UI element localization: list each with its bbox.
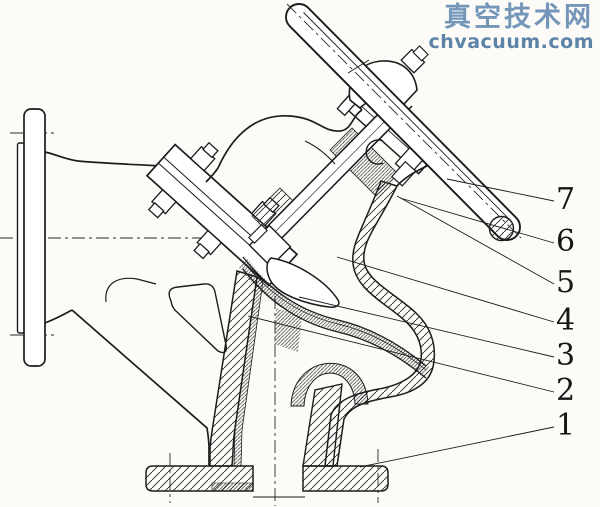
leader-5 <box>396 195 555 285</box>
leader-6 <box>399 197 555 244</box>
disc-compressor <box>266 257 340 308</box>
leader-2 <box>247 315 555 393</box>
valve-stem <box>256 92 413 251</box>
watermark-site-url: chvacuum.com <box>428 30 594 53</box>
part-label-2: 2 <box>556 373 576 408</box>
hand-lever <box>285 3 522 242</box>
gland-bolt <box>391 160 417 187</box>
body-funnel-line <box>71 309 210 466</box>
leader-4 <box>336 256 555 323</box>
lever-centerline <box>286 3 522 239</box>
leader-7 <box>446 178 555 202</box>
part-label-3: 3 <box>556 338 576 373</box>
part-label-6: 6 <box>556 224 576 259</box>
leader-3 <box>298 296 555 358</box>
part-label-5: 5 <box>556 265 576 300</box>
leader-1 <box>359 426 555 468</box>
bonnet-dome <box>205 96 428 187</box>
left-foot-lining <box>211 482 254 492</box>
part-label-7: 7 <box>556 182 576 217</box>
part-label-1: 1 <box>556 408 576 443</box>
valve-body <box>16 108 436 498</box>
body-web-curve <box>105 277 157 303</box>
stem-coupling <box>248 224 292 268</box>
watermark-site-name: 真空技术网 <box>444 2 594 33</box>
inlet-neck-bottom <box>44 309 73 324</box>
leader-lines <box>247 178 555 468</box>
part-label-4: 4 <box>556 303 576 338</box>
body-gusset-window <box>168 283 228 354</box>
watermark: 真空技术网 chvacuum.com <box>429 3 594 53</box>
inlet-flange-plate <box>23 108 46 367</box>
seat-hatch-patch <box>274 308 302 352</box>
lever-end-cap <box>488 215 515 242</box>
weir-arch-lining <box>290 362 369 407</box>
right-foot-flange-section <box>302 465 389 492</box>
yoke-curl <box>365 139 384 165</box>
